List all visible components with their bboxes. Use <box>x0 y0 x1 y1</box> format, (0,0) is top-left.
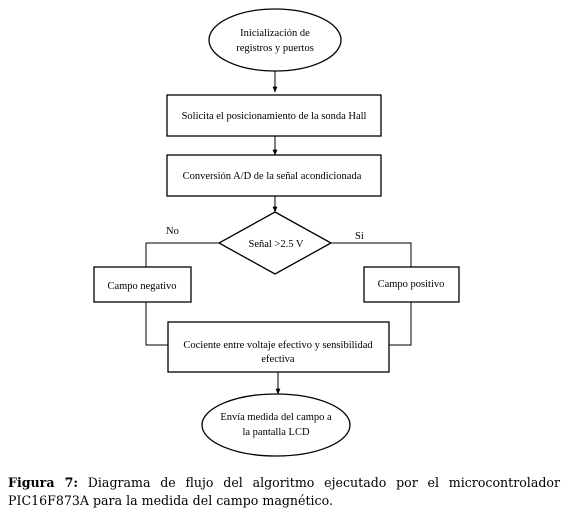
end-node: Envía medida del campo a la pantalla LCD <box>201 393 351 457</box>
figure-caption-label: Figura 7: <box>8 475 79 490</box>
process-quotient-label-line2: efectiva <box>261 354 295 365</box>
process-request-hall-probe-label: Solicita el posicionamiento de la sonda … <box>182 111 367 122</box>
connector-decision-yes-branch <box>331 242 412 267</box>
process-negative-field: Campo negativo <box>93 266 192 303</box>
process-quotient: Cociente entre voltaje efectivo y sensib… <box>167 321 390 373</box>
start-label-line2: registros y puertos <box>236 43 314 54</box>
process-ad-conversion: Conversión A/D de la señal acondicionada <box>166 154 382 197</box>
branch-no-label: No <box>166 226 179 237</box>
connector-decision-no-branch <box>145 242 219 267</box>
connector-negative-to-quotient <box>145 302 168 346</box>
start-node: Inicialización de registros y puertos <box>208 8 342 72</box>
end-label-line1: Envía medida del campo a <box>220 412 332 423</box>
end-label-line2: la pantalla LCD <box>242 427 309 438</box>
process-ad-conversion-label: Conversión A/D de la señal acondicionada <box>183 171 362 182</box>
process-negative-field-label: Campo negativo <box>107 281 176 292</box>
process-positive-field-label: Campo positivo <box>378 279 445 290</box>
start-label-line1: Inicialización de <box>240 28 310 39</box>
decision-label: Señal >2.5 V <box>248 239 303 250</box>
figure-caption-text: Diagrama de flujo del algoritmo ejecutad… <box>8 475 561 508</box>
figure-caption: Figura 7: Diagrama de flujo del algoritm… <box>8 474 560 510</box>
process-quotient-label-line1: Cociente entre voltaje efectivo y sensib… <box>183 340 373 351</box>
flowchart-diagram: Inicialización de registros y puertos So… <box>93 8 460 457</box>
process-positive-field: Campo positivo <box>363 266 460 303</box>
connector-positive-to-quotient <box>389 302 412 346</box>
branch-yes-label: Si <box>355 231 364 242</box>
process-request-hall-probe: Solicita el posicionamiento de la sonda … <box>166 94 382 137</box>
decision-signal-threshold: Señal >2.5 V <box>217 211 333 275</box>
